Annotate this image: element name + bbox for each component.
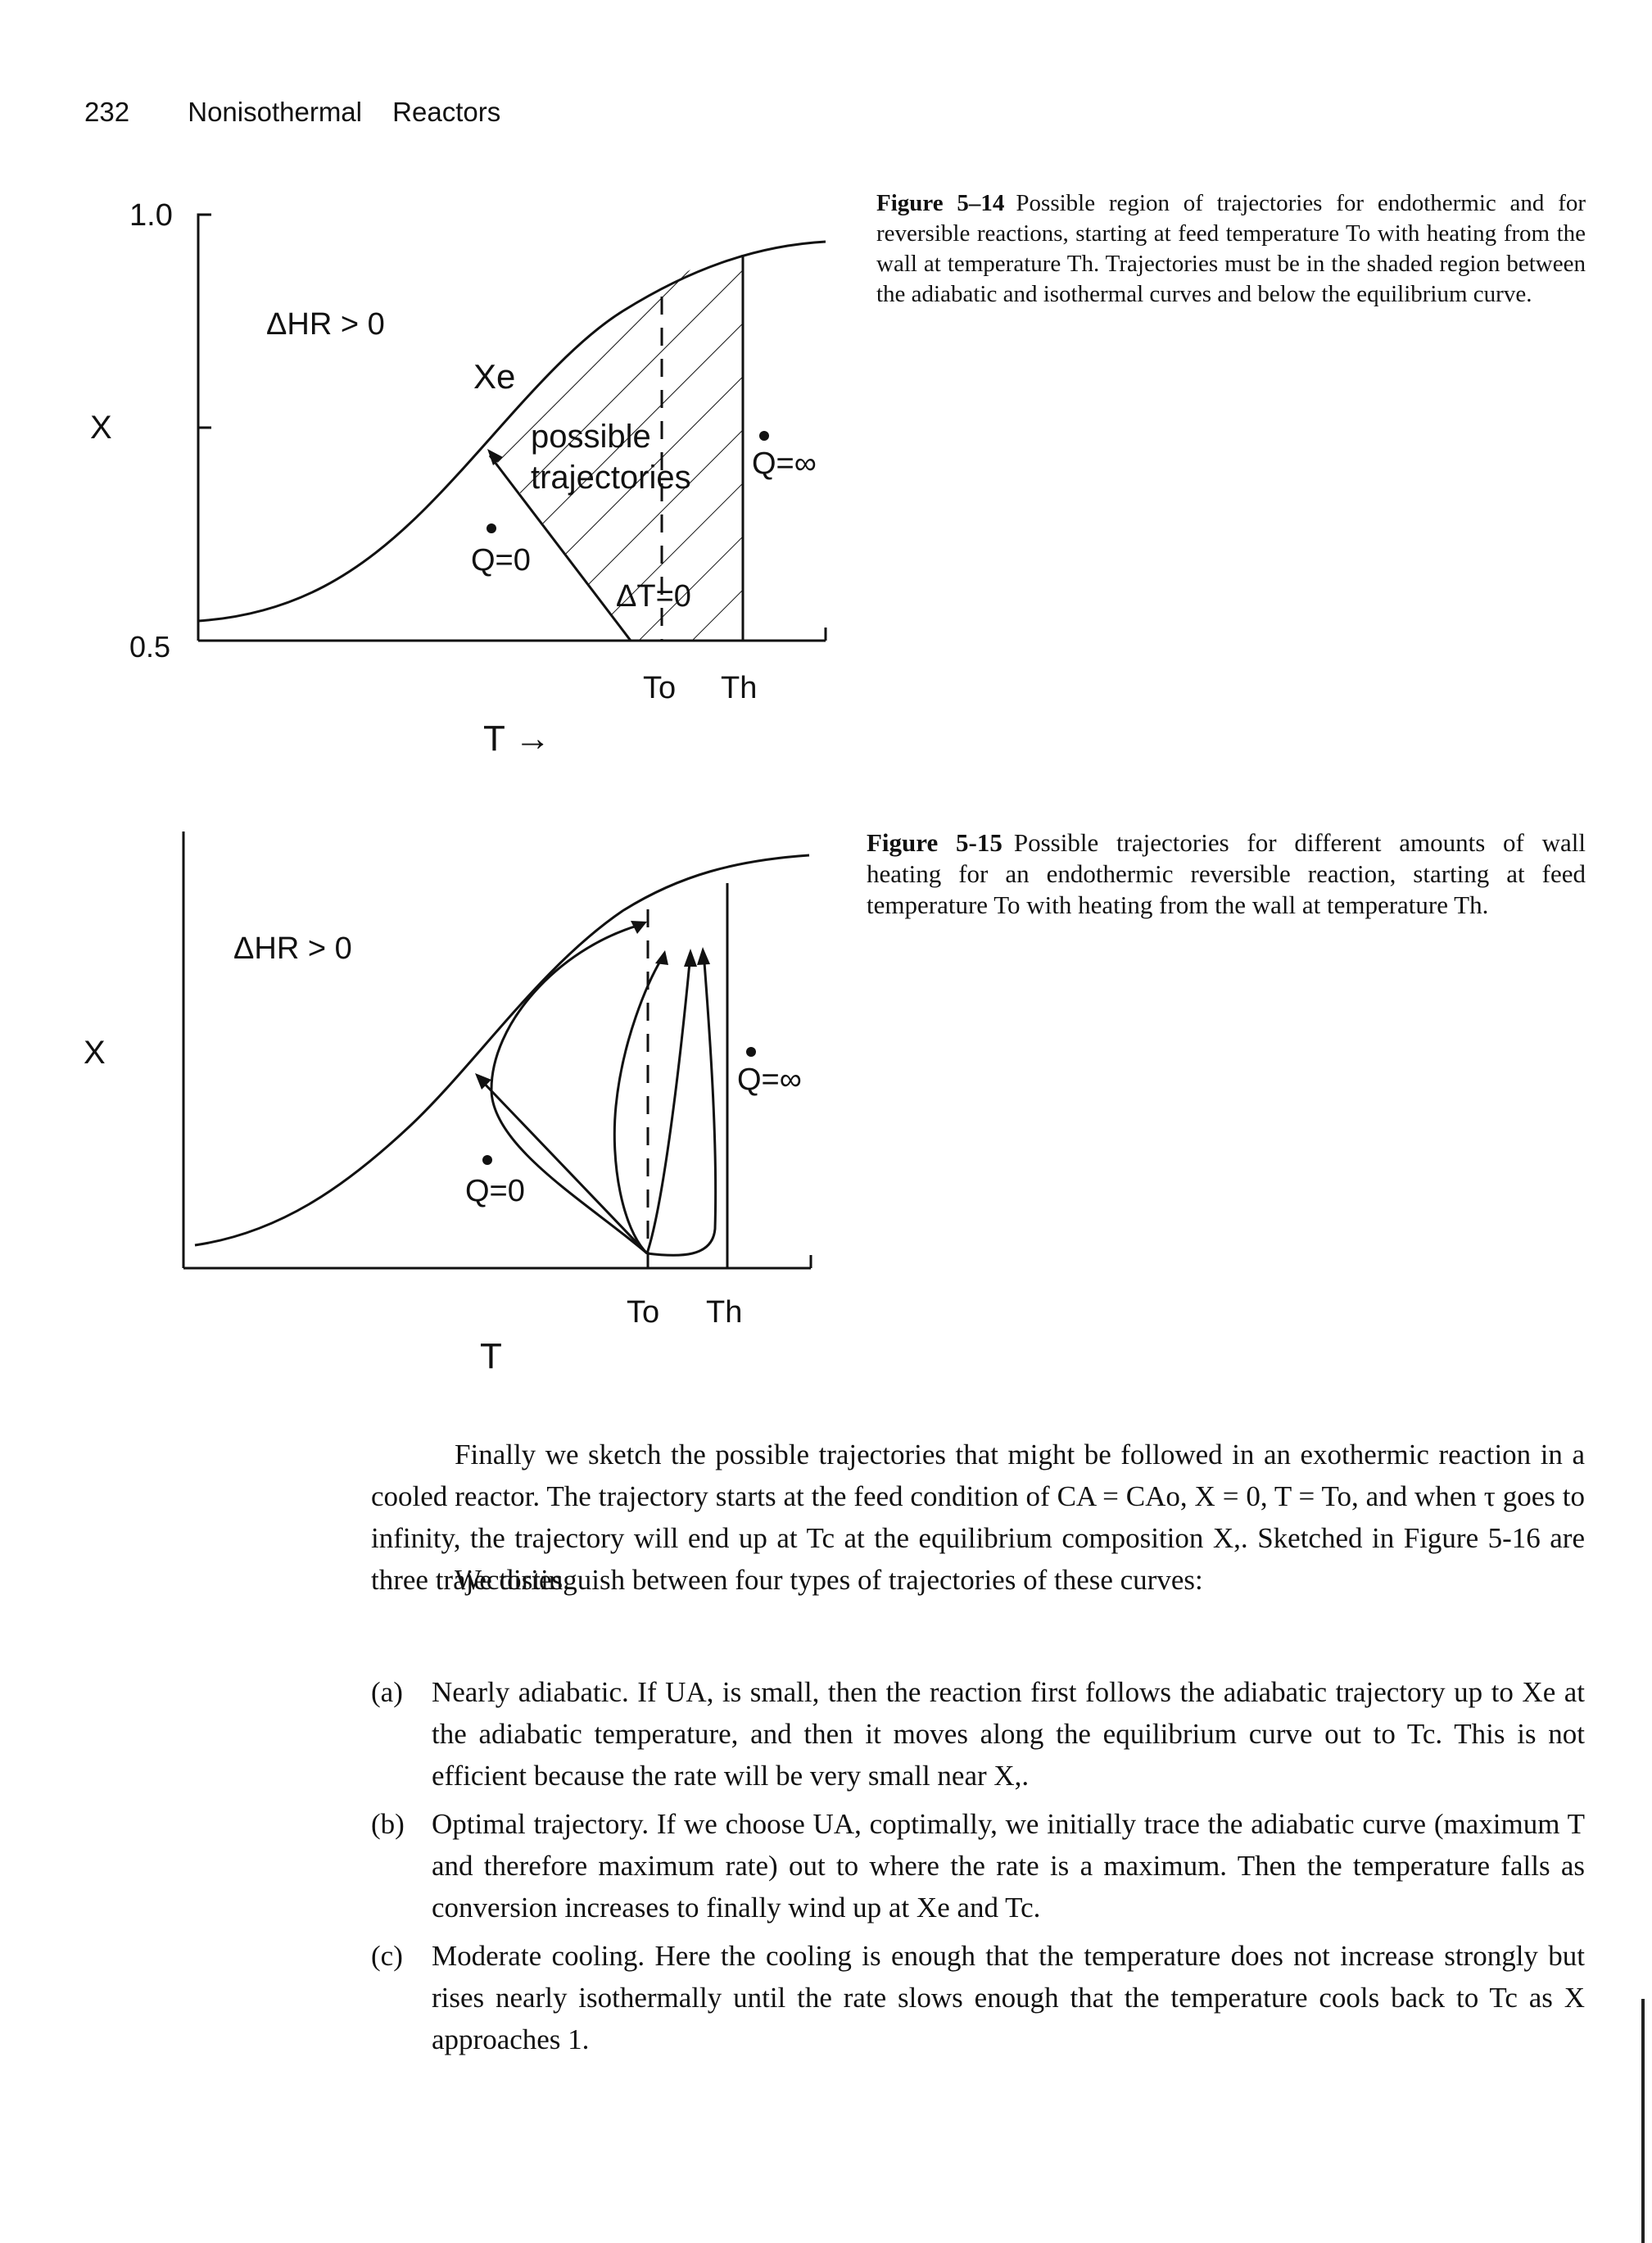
q-dot-marker [759, 431, 769, 441]
page-number: 232 [84, 97, 130, 127]
list-item-text: Moderate cooling. Here the cooling is en… [432, 1940, 1585, 2055]
q-zero-label: Q=0 [465, 1174, 525, 1208]
running-head-title: Nonisothermal Reactors [188, 97, 501, 127]
trajectory-types-list: (a) Nearly adiabatic. If UA, is small, t… [371, 1671, 1585, 2067]
equilibrium-curve [197, 240, 826, 623]
trajectory-curve [613, 958, 663, 1255]
body-paragraph-1: Finally we sketch the possible trajector… [371, 1434, 1585, 1601]
q-dot-marker [487, 523, 496, 533]
caption-text: Possible trajectories for different amou… [867, 828, 1586, 919]
to-label: To [627, 1295, 659, 1330]
list-item-text: Optimal trajectory. If we choose UA, cop… [432, 1808, 1585, 1924]
th-label: Th [706, 1295, 742, 1330]
trajectory-curve [645, 962, 691, 1254]
region-label: trajectories [531, 460, 691, 496]
th-label: Th [721, 671, 757, 705]
trajectory-curve [490, 924, 648, 1255]
y-axis-label: X [90, 410, 112, 446]
body-paragraph-2: We distinguish between four types of tra… [371, 1559, 1585, 1601]
delta-h-label: ΔHR > 0 [266, 307, 385, 342]
q-infinity-label: Q=∞ [737, 1063, 802, 1097]
trajectory-curve [646, 962, 717, 1257]
x-axis-label: T → [483, 718, 550, 759]
list-item: (b) Optimal trajectory. If we choose UA,… [371, 1803, 1585, 1928]
figure-5-15-diagram: X ΔHR > 0 Q=∞ Q=0 To Th T [84, 831, 812, 1376]
trajectory-arrowhead [697, 947, 710, 965]
trajectory-arrowhead [655, 950, 668, 965]
trajectory-arrowhead [631, 921, 647, 934]
q-infinity-label: Q=∞ [752, 446, 817, 481]
q-zero-label: Q=0 [471, 543, 531, 578]
delta-t-label: ΔT=0 [616, 579, 691, 614]
adiabatic-line [488, 455, 632, 641]
y-tick-label: 0.5 [129, 630, 170, 664]
delta-h-label: ΔHR > 0 [233, 931, 352, 966]
running-head: 232 Nonisothermal Reactors [84, 97, 500, 128]
list-item: (c) Moderate cooling. Here the cooling i… [371, 1935, 1585, 2060]
caption-text: Possible region of trajectories for endo… [876, 190, 1586, 307]
adiabatic-arrowhead [475, 1073, 491, 1090]
x-axis-label: T [480, 1336, 502, 1376]
region-label: possible [531, 419, 651, 455]
trajectory-arrowhead [684, 949, 697, 967]
list-item: (a) Nearly adiabatic. If UA, is small, t… [371, 1671, 1585, 1797]
y-axis [197, 213, 211, 641]
caption-label: Figure 5–14 [876, 190, 1005, 216]
figure-5-14-diagram: X 1.0 0.5 T → ΔHR > 0 Xe possible trajec… [90, 198, 827, 759]
adiabatic-arrowhead [487, 449, 503, 465]
caption-label: Figure 5-15 [867, 828, 1003, 857]
page-edge-mark [1641, 1999, 1645, 2243]
q-dot-marker [746, 1047, 756, 1057]
to-label: To [643, 671, 676, 705]
paragraph-text: We distinguish between four types of tra… [455, 1564, 1203, 1596]
y-axis-label: X [84, 1035, 106, 1071]
xe-label: Xe [473, 357, 515, 396]
list-item-text: Nearly adiabatic. If UA, is small, then … [432, 1676, 1585, 1792]
equilibrium-curve [194, 854, 810, 1247]
y-tick-label: 1.0 [129, 198, 173, 233]
paragraph-text: Finally we sketch the possible trajector… [371, 1439, 1585, 1596]
adiabatic-line [477, 1076, 649, 1255]
list-marker: (a) [371, 1676, 403, 1708]
list-marker: (c) [371, 1940, 403, 1972]
q-dot-marker [482, 1155, 492, 1165]
list-marker: (b) [371, 1808, 405, 1840]
